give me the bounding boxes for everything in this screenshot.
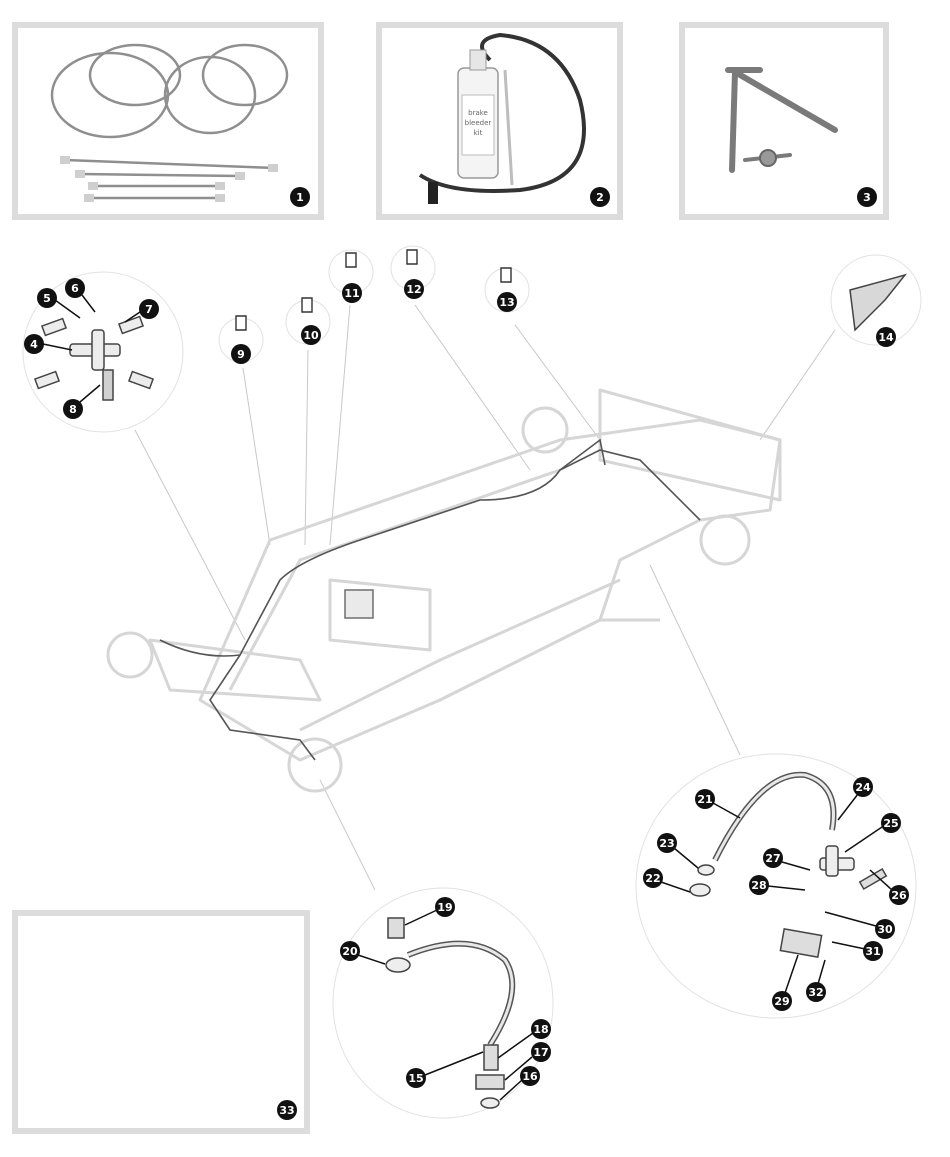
callout-label: 27: [765, 852, 780, 865]
panel-empty-item-33: [12, 910, 310, 1134]
callout-14: 14: [876, 327, 896, 347]
flaring-tool-image: [725, 67, 838, 173]
callout-6: 6: [65, 278, 96, 313]
callout-label: 9: [237, 348, 245, 361]
brake-pipe-run-image: [159, 438, 701, 761]
callout-label: 30: [877, 923, 893, 936]
bleeder-kit-image: brake bleeder kit: [418, 32, 586, 204]
callout-28: 28: [749, 875, 806, 895]
callout-7: 7: [124, 299, 159, 323]
callout-label: 15: [408, 1072, 423, 1085]
cable-tie-icon: [849, 273, 908, 332]
callout-label: 33: [279, 1104, 294, 1117]
callout-17: 17: [504, 1042, 551, 1081]
callout-label: 3: [863, 191, 871, 204]
bottle-label-line: kit: [474, 129, 483, 137]
callout-30: 30: [824, 911, 895, 939]
callout-21: 21: [695, 789, 741, 819]
callout-22: 22: [643, 868, 691, 893]
callout-label: 13: [499, 296, 514, 309]
chassis-frame-image: [106, 388, 782, 793]
callout-label: 19: [437, 901, 452, 914]
callout-label: 12: [406, 283, 421, 296]
callout-11: 11: [342, 283, 362, 303]
callout-3: 3: [857, 187, 877, 207]
callout-20: 20: [340, 941, 386, 965]
brake-connector-detail-image: [33, 315, 155, 401]
callout-label: 32: [808, 986, 823, 999]
callout-10: 10: [301, 325, 321, 345]
callout-24: 24: [837, 777, 873, 821]
callout-18: 18: [497, 1019, 551, 1059]
callout-label: 23: [659, 837, 674, 850]
callout-label: 16: [522, 1070, 538, 1083]
callout-label: 8: [69, 403, 77, 416]
callout-label: 25: [883, 817, 898, 830]
rear-hose-detail-image: [689, 771, 888, 959]
callout-12: 12: [404, 279, 424, 299]
callout-32: 32: [806, 959, 826, 1002]
bottle-label-line: bleeder: [465, 119, 492, 127]
callout-label: 14: [878, 331, 894, 344]
callout-31: 31: [831, 941, 883, 961]
callout-label: 29: [774, 995, 789, 1008]
callout-4: 4: [24, 334, 73, 354]
callout-25: 25: [844, 813, 901, 853]
brake-pipe-coils-image: [50, 43, 289, 200]
callout-29: 29: [772, 954, 799, 1011]
callout-33: 33: [277, 1100, 297, 1120]
callout-1: 1: [290, 187, 310, 207]
callout-label: 24: [855, 781, 871, 794]
panel-flaring-tool: [679, 22, 889, 220]
callout-19: 19: [404, 897, 455, 926]
callout-label: 6: [71, 282, 79, 295]
callout-9: 9: [231, 344, 251, 364]
leader-lines: [134, 304, 836, 891]
callout-label: 22: [645, 872, 660, 885]
callout-13: 13: [497, 292, 517, 312]
callout-label: 7: [145, 303, 153, 316]
callout-label: 18: [533, 1023, 548, 1036]
detail-circle-outlines: [22, 245, 922, 1119]
callout-label: 1: [296, 191, 304, 204]
callout-2: 2: [590, 187, 610, 207]
pipe-nut-icons: [60, 156, 278, 202]
callout-label: 2: [596, 191, 604, 204]
callout-5: 5: [37, 288, 81, 319]
callout-8: 8: [63, 384, 101, 419]
callout-label: 21: [697, 793, 712, 806]
front-hose-detail-image: [385, 917, 516, 1109]
callout-15: 15: [406, 1051, 484, 1088]
bracket-icons: [235, 249, 512, 331]
callout-label: 17: [533, 1046, 548, 1059]
callout-label: 5: [43, 292, 51, 305]
callout-16: 16: [499, 1066, 540, 1101]
callout-label: 20: [342, 945, 358, 958]
callout-label: 11: [344, 287, 359, 300]
callout-label: 28: [751, 879, 766, 892]
callout-label: 31: [865, 945, 880, 958]
callout-label: 26: [891, 889, 907, 902]
callout-23: 23: [657, 833, 699, 869]
callout-27: 27: [763, 848, 811, 871]
callout-label: 4: [30, 338, 38, 351]
callout-26: 26: [869, 869, 909, 905]
bottle-label-line: brake: [468, 109, 488, 117]
callout-label: 10: [303, 329, 319, 342]
